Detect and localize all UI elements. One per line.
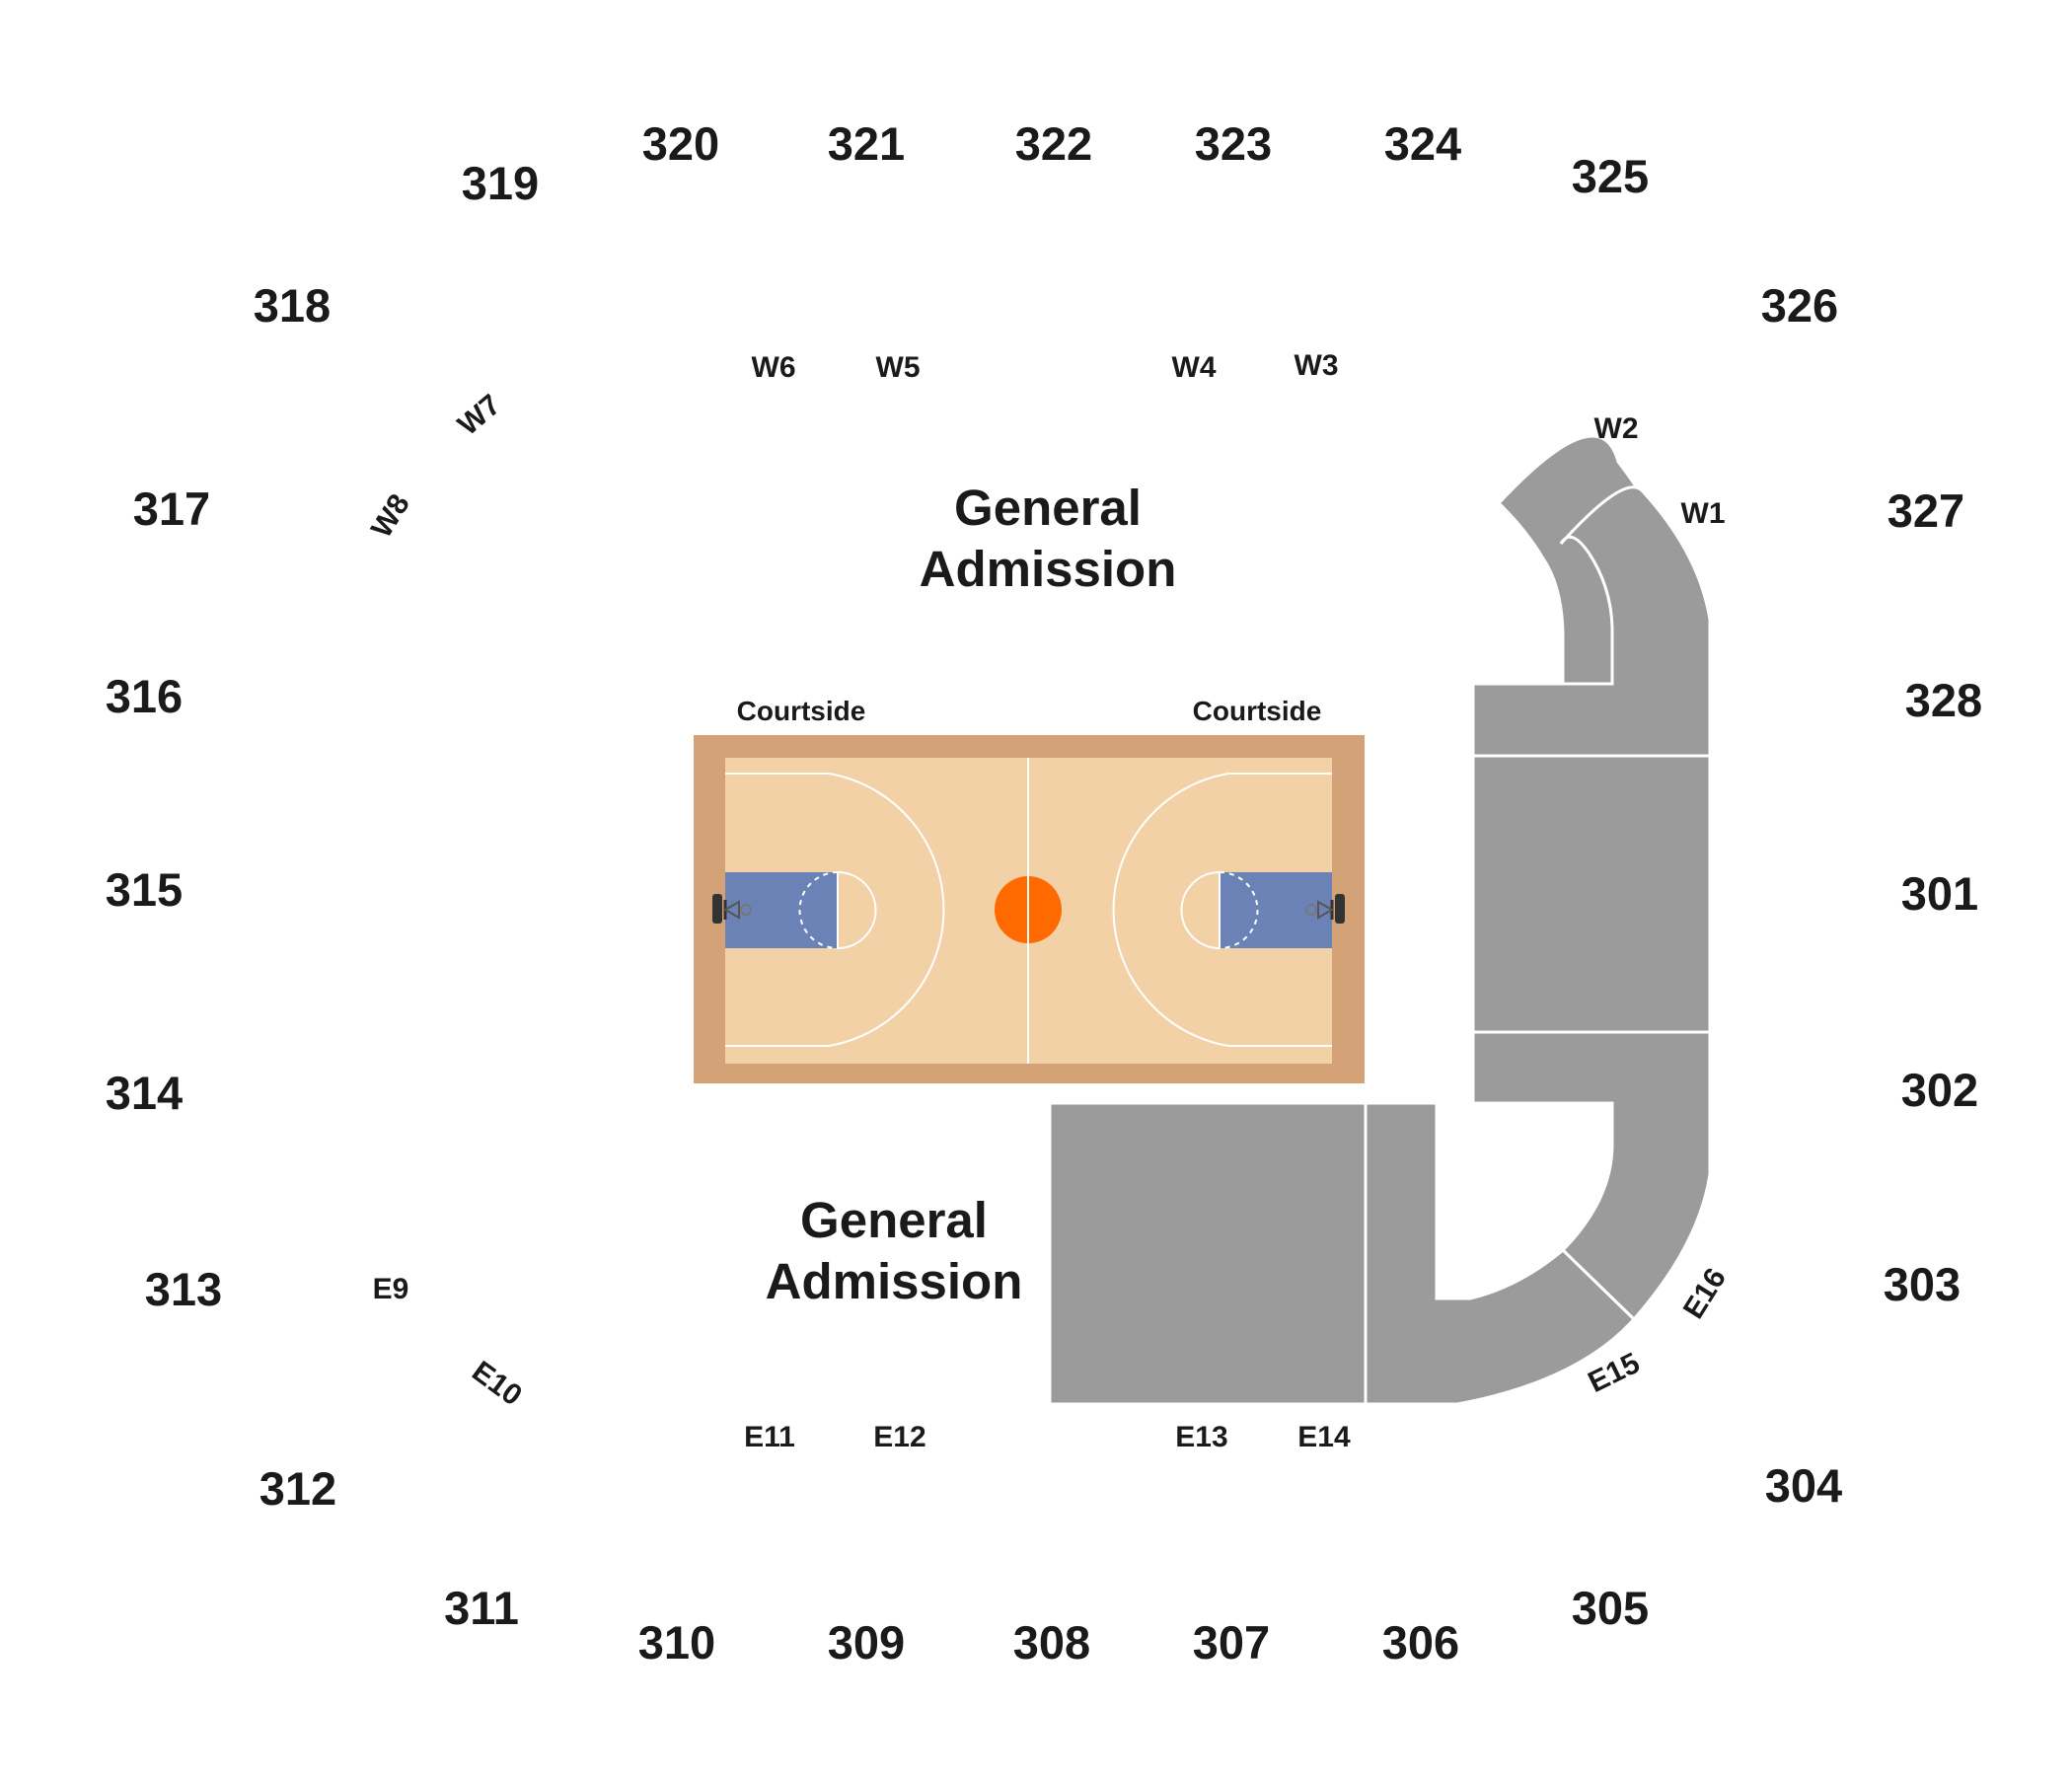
- courtside-label-left[interactable]: Courtside: [737, 696, 866, 726]
- section-302[interactable]: 302: [1901, 1064, 1978, 1116]
- section-block-e16[interactable]: [1362, 1101, 1637, 1406]
- ga-north-line1: General: [954, 480, 1142, 536]
- section-307[interactable]: 307: [1193, 1616, 1270, 1669]
- section-314[interactable]: 314: [106, 1067, 183, 1119]
- basketball-court-icon: [694, 735, 1365, 1083]
- section-e10[interactable]: E10: [466, 1355, 528, 1412]
- basketball-hoop-icon: [1305, 894, 1345, 924]
- basketball-hoop-icon: [712, 894, 752, 924]
- general-admission-north[interactable]: General Admission: [920, 480, 1177, 597]
- seating-blocks: [1048, 434, 1712, 1406]
- section-w6[interactable]: W6: [752, 351, 796, 384]
- section-e14[interactable]: E14: [1297, 1421, 1351, 1453]
- general-admission-south[interactable]: General Admission: [766, 1192, 1023, 1309]
- section-w8[interactable]: W8: [365, 488, 416, 544]
- section-w2[interactable]: W2: [1594, 412, 1639, 445]
- section-319[interactable]: 319: [462, 157, 539, 209]
- section-316[interactable]: 316: [106, 670, 183, 722]
- courtside-label-right[interactable]: Courtside: [1193, 696, 1322, 726]
- section-e12[interactable]: E12: [873, 1421, 925, 1453]
- section-w7[interactable]: W7: [452, 389, 507, 442]
- section-w1[interactable]: W1: [1681, 497, 1726, 530]
- section-318[interactable]: 318: [254, 279, 331, 332]
- section-w3[interactable]: W3: [1295, 349, 1339, 382]
- section-w5[interactable]: W5: [876, 351, 921, 384]
- section-e11[interactable]: E11: [744, 1421, 795, 1453]
- section-310[interactable]: 310: [638, 1616, 715, 1669]
- section-325[interactable]: 325: [1572, 150, 1649, 202]
- section-311[interactable]: 311: [444, 1582, 519, 1634]
- section-304[interactable]: 304: [1765, 1459, 1842, 1512]
- section-323[interactable]: 323: [1195, 117, 1272, 170]
- section-w4[interactable]: W4: [1172, 351, 1217, 384]
- section-328[interactable]: 328: [1905, 674, 1982, 726]
- section-327[interactable]: 327: [1887, 484, 1964, 537]
- section-e13[interactable]: E13: [1175, 1421, 1227, 1453]
- section-312[interactable]: 312: [259, 1462, 336, 1515]
- section-305[interactable]: 305: [1572, 1582, 1649, 1634]
- ga-north-line2: Admission: [920, 541, 1177, 597]
- section-321[interactable]: 321: [828, 117, 905, 170]
- ga-south-line2: Admission: [766, 1253, 1023, 1309]
- section-317[interactable]: 317: [133, 482, 210, 535]
- section-326[interactable]: 326: [1761, 279, 1838, 332]
- section-322[interactable]: 322: [1015, 117, 1092, 170]
- section-block-301[interactable]: [1471, 754, 1712, 1034]
- section-e16[interactable]: E16: [1677, 1263, 1733, 1325]
- section-320[interactable]: 320: [642, 117, 719, 170]
- section-block-e13[interactable]: [1048, 1101, 1368, 1406]
- section-303[interactable]: 303: [1884, 1258, 1961, 1310]
- section-301[interactable]: 301: [1901, 867, 1978, 920]
- section-324[interactable]: 324: [1384, 117, 1461, 170]
- section-308[interactable]: 308: [1013, 1616, 1090, 1669]
- section-315[interactable]: 315: [106, 863, 183, 916]
- section-block-328[interactable]: [1471, 485, 1712, 758]
- section-306[interactable]: 306: [1382, 1616, 1459, 1669]
- section-309[interactable]: 309: [828, 1616, 905, 1669]
- section-313[interactable]: 313: [145, 1263, 222, 1315]
- ga-south-line1: General: [800, 1192, 988, 1248]
- upper-level-sections: 301 302 303 304 305 306 307 308 309 310 …: [106, 117, 1982, 1669]
- section-e9[interactable]: E9: [373, 1273, 409, 1305]
